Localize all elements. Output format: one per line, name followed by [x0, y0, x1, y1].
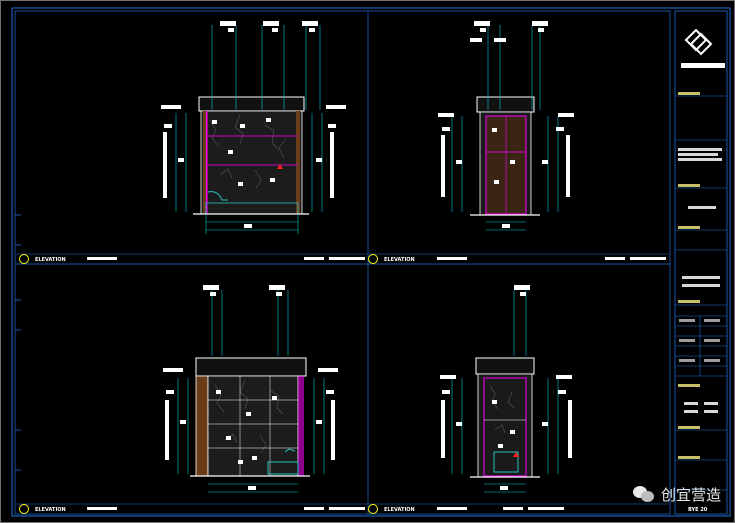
- elevation-top-left[interactable]: [161, 21, 346, 234]
- marble-veins: [209, 114, 286, 189]
- viewport-title-text: ELEVATION: [35, 257, 66, 263]
- annotation-tags: [440, 285, 572, 490]
- ceiling-beam: [195, 357, 307, 377]
- bathtub: [493, 451, 519, 473]
- viewport-title-bottom-right[interactable]: ELEVATION: [368, 503, 670, 514]
- wall-frame-highlight: [483, 377, 527, 477]
- annotation-tags: [163, 285, 338, 490]
- margin-marks: [15, 214, 21, 471]
- wood-panel-right: [296, 111, 300, 214]
- company-logo-icon: [681, 28, 725, 68]
- title-block-rules: [675, 95, 727, 491]
- viewport-title-text: ELEVATION: [384, 507, 415, 513]
- leader-lines: [177, 290, 325, 493]
- viewport-title-text: ELEVATION: [384, 257, 415, 263]
- edge-highlight: [298, 376, 304, 476]
- sheet-code: BYE 20: [688, 507, 708, 513]
- detail-bubble-icon: [19, 504, 29, 514]
- ceiling-beam: [198, 96, 305, 112]
- detail-bubble-icon: [19, 254, 29, 264]
- wood-panel-left: [203, 111, 207, 214]
- drawing-frame: [11, 7, 731, 517]
- faucet-icon: [207, 191, 228, 201]
- annotation-tags: [438, 21, 574, 228]
- watermark-text: 创宜营造: [660, 486, 721, 504]
- viewport-title-text: ELEVATION: [35, 507, 66, 513]
- edge-highlight: [206, 111, 208, 214]
- marker-icon: [277, 164, 283, 169]
- detail-bubble-icon: [368, 254, 378, 264]
- elevation-bottom-right[interactable]: [440, 285, 572, 493]
- wechat-icon: [632, 486, 655, 503]
- marble-veins: [489, 384, 515, 434]
- marble-wall: [200, 110, 303, 215]
- detail-bubble-icon: [368, 504, 378, 514]
- wood-panel-left: [195, 375, 209, 477]
- leader-lines: [451, 290, 559, 493]
- elevation-bottom-left[interactable]: [163, 285, 338, 493]
- wechat-watermark: 创宜营造: [632, 484, 721, 505]
- title-block-text-blocks: [678, 92, 722, 459]
- faucet-icon: [284, 448, 296, 453]
- viewport-area: [14, 10, 671, 515]
- viewport-title-top-right[interactable]: ELEVATION: [368, 253, 670, 264]
- annotation-tags: [161, 21, 346, 228]
- viewport-title-bottom-left[interactable]: ELEVATION: [16, 503, 367, 514]
- ceiling-beam: [476, 96, 535, 113]
- leader-lines: [175, 25, 323, 234]
- ceiling-beam: [475, 357, 535, 375]
- bathtub: [267, 461, 299, 475]
- title-block[interactable]: BYE 20: [674, 10, 728, 515]
- marble-wall: [207, 375, 299, 477]
- marble-wall: [477, 373, 533, 478]
- marker-icon: [513, 452, 519, 457]
- elevation-top-right[interactable]: [438, 21, 574, 231]
- viewport-title-top-left[interactable]: ELEVATION: [16, 253, 367, 264]
